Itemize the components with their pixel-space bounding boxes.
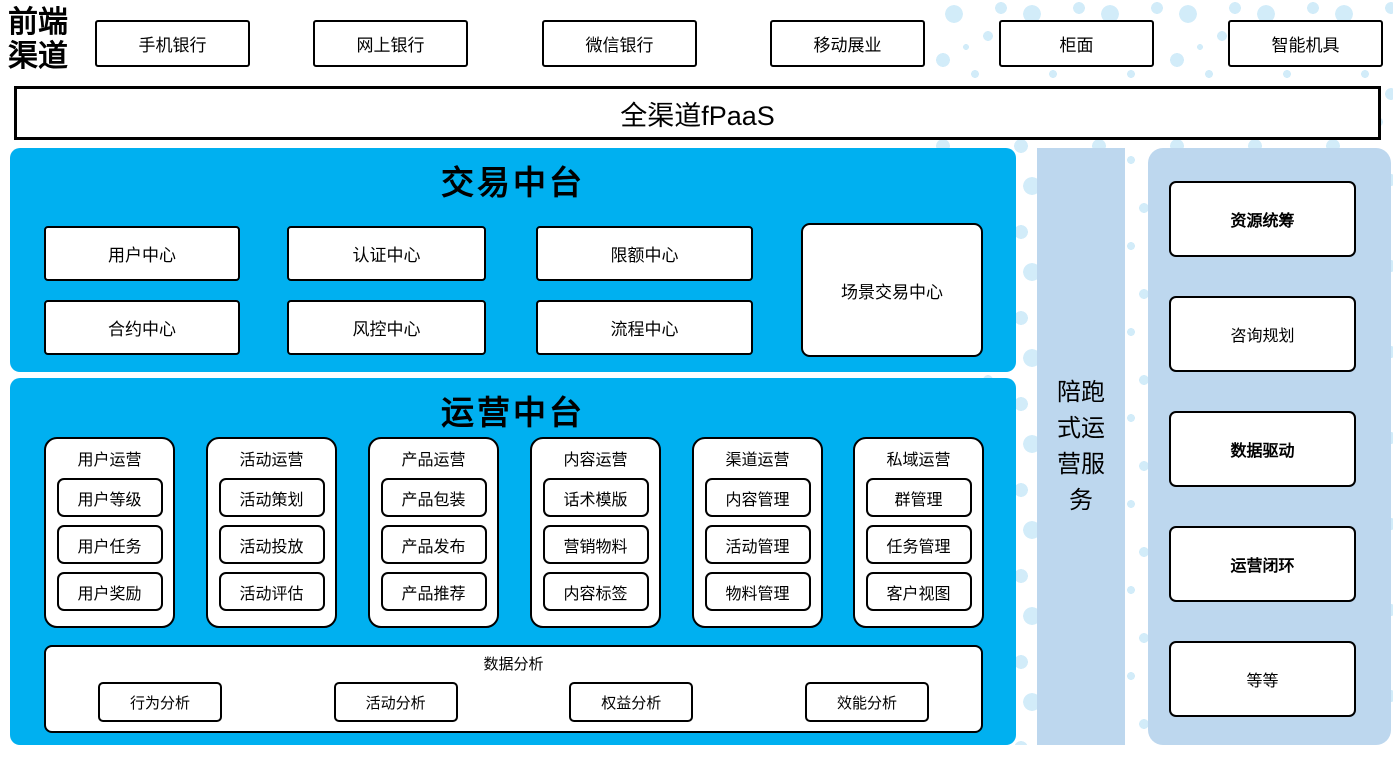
operation-platform-panel: 运营中台 用户运营 用户等级 用户任务 用户奖励 活动运营 活动策划 活动投放 … — [10, 378, 1016, 745]
op-column-product-operation: 产品运营 产品包装 产品发布 产品推荐 — [368, 437, 499, 628]
channel-box-online-banking: 网上银行 — [313, 20, 468, 67]
center-box-auth: 认证中心 — [287, 226, 486, 281]
op-column-header: 私域运营 — [886, 452, 951, 469]
data-analysis-title: 数据分析 — [483, 656, 544, 673]
op-column-header: 渠道运营 — [725, 452, 790, 469]
center-box-user: 用户中心 — [44, 226, 240, 281]
analysis-box-efficiency: 效能分析 — [804, 682, 929, 722]
op-column-channel-operation: 渠道运营 内容管理 活动管理 物料管理 — [692, 437, 823, 628]
channel-label: 智能机具 — [1271, 36, 1340, 55]
op-item: 用户等级 — [56, 478, 163, 517]
channel-label: 移动展业 — [813, 36, 882, 55]
service-box-resource-coordination: 资源统筹 — [1169, 181, 1356, 257]
center-label: 风控中心 — [352, 320, 421, 339]
service-box-etc: 等等 — [1169, 641, 1356, 717]
operation-platform-title: 运营中台 — [441, 396, 585, 432]
accompanying-service-label: 陪跑式运营服务 — [1057, 378, 1105, 514]
service-box-consulting-planning: 咨询规划 — [1169, 296, 1356, 372]
op-column-private-domain-operation: 私域运营 群管理 任务管理 客户视图 — [853, 437, 984, 628]
center-label: 场景交易中心 — [841, 282, 943, 302]
op-item: 营销物料 — [542, 525, 649, 564]
fpaas-label: 全渠道fPaaS — [620, 100, 775, 131]
op-column-header: 用户运营 — [77, 452, 142, 469]
op-item: 内容管理 — [704, 478, 811, 517]
data-analysis-container: 数据分析 行为分析 活动分析 权益分析 效能分析 — [44, 645, 983, 733]
center-box-contract: 合约中心 — [44, 300, 240, 355]
front-channels-label: 前端渠道 — [8, 6, 68, 73]
op-item: 物料管理 — [704, 572, 811, 611]
op-item: 用户任务 — [56, 525, 163, 564]
op-item: 任务管理 — [865, 525, 972, 564]
op-item: 用户奖励 — [56, 572, 163, 611]
channel-box-mobile-banking: 手机银行 — [95, 20, 250, 67]
op-item: 产品推荐 — [380, 572, 487, 611]
op-column-user-operation: 用户运营 用户等级 用户任务 用户奖励 — [44, 437, 175, 628]
op-item: 内容标签 — [542, 572, 649, 611]
transaction-platform-panel: 交易中台 用户中心 认证中心 限额中心 合约中心 风控中心 流程中心 场景交易中… — [10, 148, 1016, 372]
op-column-header: 内容运营 — [563, 452, 628, 469]
center-label: 认证中心 — [352, 246, 421, 265]
channel-label: 网上银行 — [356, 36, 425, 55]
scenario-transaction-center-box: 场景交易中心 — [801, 223, 983, 357]
op-column-content-operation: 内容运营 话术模版 营销物料 内容标签 — [530, 437, 661, 628]
center-box-process: 流程中心 — [536, 300, 753, 355]
channel-box-smart-devices: 智能机具 — [1228, 20, 1383, 67]
channel-label: 微信银行 — [585, 36, 654, 55]
accompanying-service-bar: 陪跑式运营服务 — [1037, 148, 1125, 745]
op-item: 活动策划 — [218, 478, 325, 517]
op-item: 话术模版 — [542, 478, 649, 517]
fpaas-bar: 全渠道fPaaS — [14, 86, 1381, 140]
op-item: 产品发布 — [380, 525, 487, 564]
service-panel: 资源统筹 咨询规划 数据驱动 运营闭环 等等 — [1148, 148, 1391, 745]
center-box-risk: 风控中心 — [287, 300, 486, 355]
center-box-limit: 限额中心 — [536, 226, 753, 281]
center-label: 用户中心 — [108, 246, 176, 265]
channel-box-mobile-outreach: 移动展业 — [770, 20, 925, 67]
service-box-data-driven: 数据驱动 — [1169, 411, 1356, 487]
analysis-box-behavior: 行为分析 — [98, 682, 222, 722]
op-column-activity-operation: 活动运营 活动策划 活动投放 活动评估 — [206, 437, 337, 628]
op-column-header: 产品运营 — [401, 452, 466, 469]
channel-box-counter: 柜面 — [999, 20, 1154, 67]
op-item: 活动投放 — [218, 525, 325, 564]
op-item: 产品包装 — [380, 478, 487, 517]
channel-box-wechat-banking: 微信银行 — [542, 20, 697, 67]
op-column-header: 活动运营 — [239, 452, 304, 469]
analysis-box-activity: 活动分析 — [333, 682, 458, 722]
center-label: 流程中心 — [610, 320, 679, 339]
channel-label: 柜面 — [1059, 36, 1094, 55]
center-label: 限额中心 — [610, 246, 679, 265]
analysis-box-rights: 权益分析 — [569, 682, 694, 722]
center-label: 合约中心 — [108, 320, 176, 339]
op-item: 群管理 — [865, 478, 972, 517]
transaction-platform-title: 交易中台 — [441, 166, 585, 202]
op-item: 活动管理 — [704, 525, 811, 564]
op-item: 活动评估 — [218, 572, 325, 611]
channel-label: 手机银行 — [138, 36, 207, 55]
op-item: 客户视图 — [865, 572, 972, 611]
data-analysis-row: 行为分析 活动分析 权益分析 效能分析 — [46, 682, 981, 722]
service-box-operation-loop: 运营闭环 — [1169, 526, 1356, 602]
